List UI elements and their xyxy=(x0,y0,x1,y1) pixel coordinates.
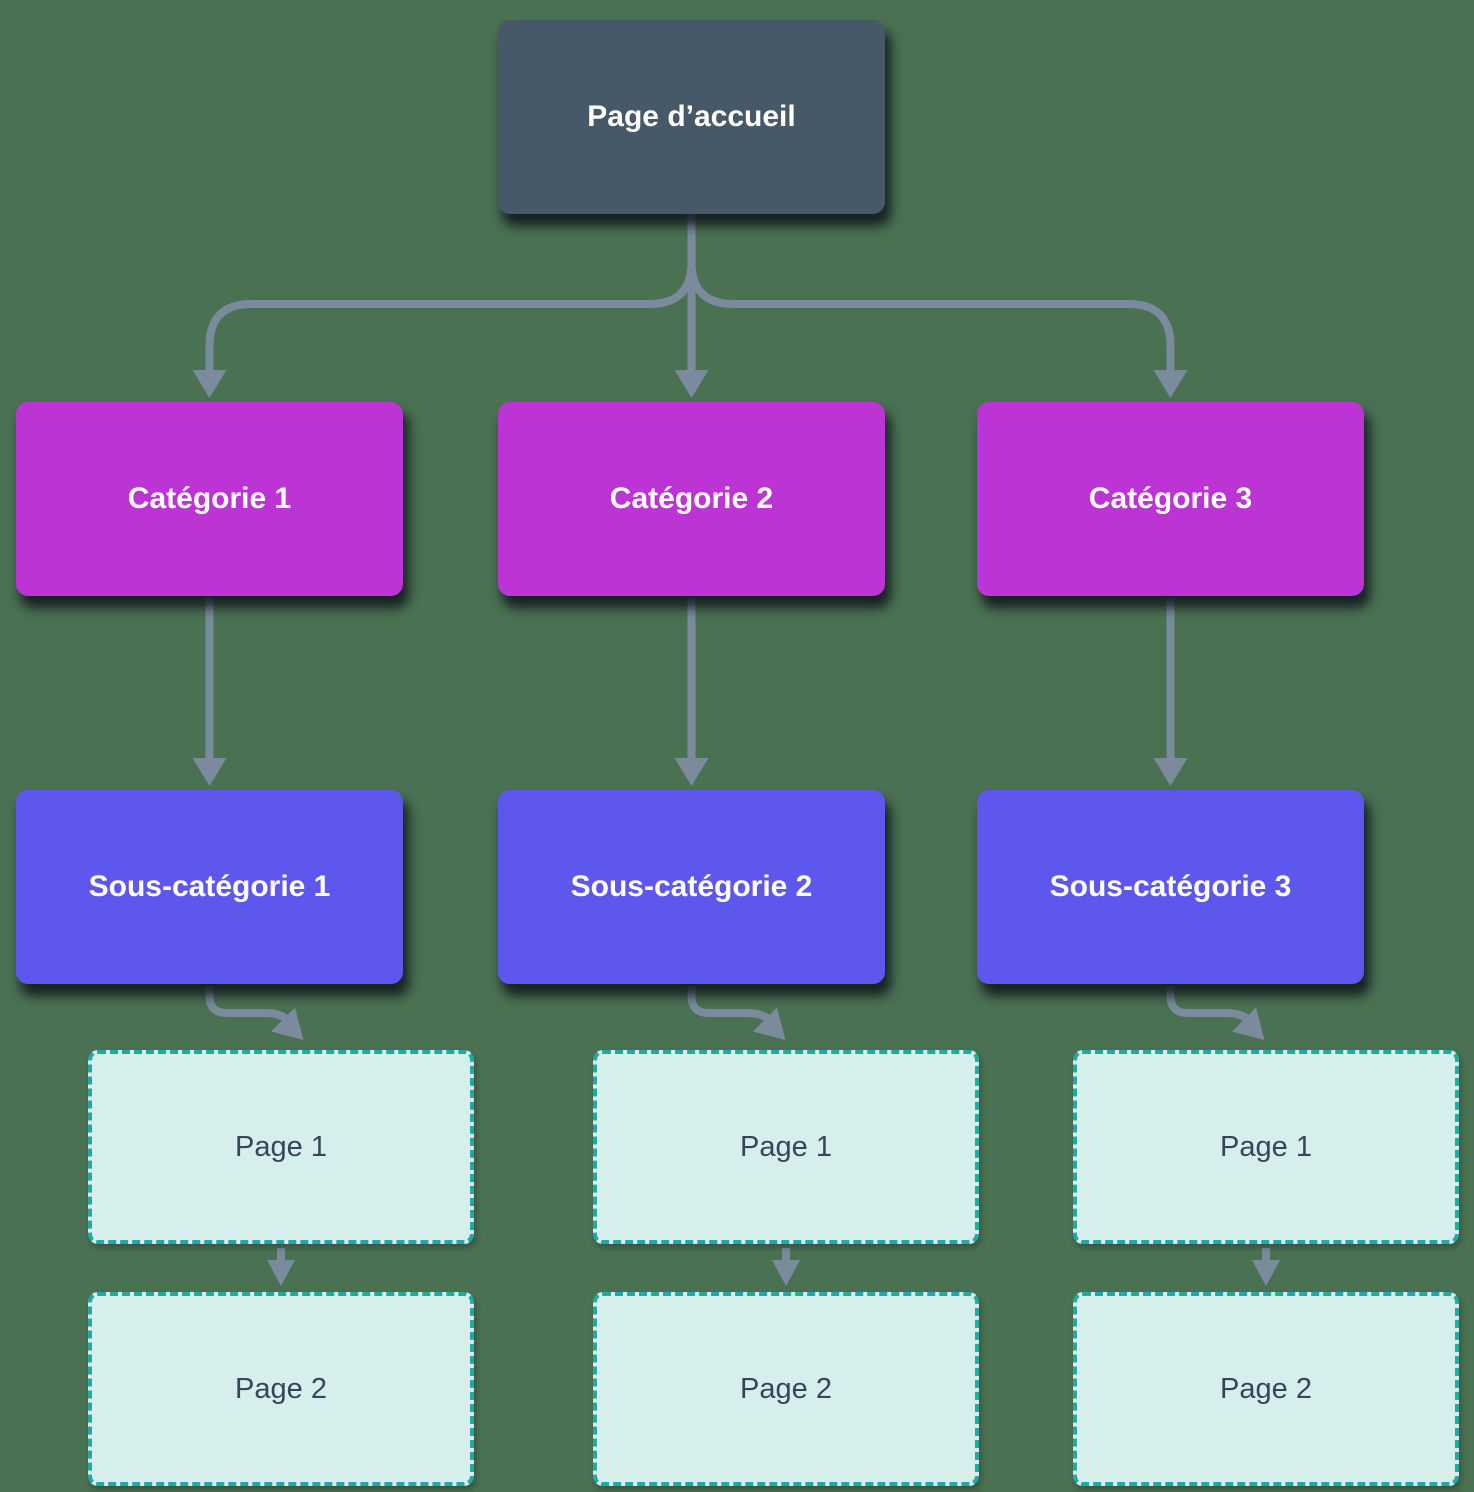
node-page-1-col-3-label: Page 1 xyxy=(1220,1130,1312,1163)
connector-page-to-page xyxy=(277,1248,1270,1262)
connector-category-to-subcategory xyxy=(205,598,1175,758)
node-page-1-col-3: Page 1 xyxy=(1073,1050,1459,1244)
connector-subcategory-to-page xyxy=(205,986,1255,1025)
node-page-2-col-3: Page 2 xyxy=(1073,1292,1459,1486)
node-page-1-col-1: Page 1 xyxy=(88,1050,474,1244)
node-page-2-col-1-label: Page 2 xyxy=(235,1372,327,1405)
node-category-1: Catégorie 1 xyxy=(16,402,403,596)
node-subcategory-2: Sous-catégorie 2 xyxy=(498,790,885,984)
connector-home-to-categories xyxy=(205,212,1175,372)
node-category-2-label: Catégorie 2 xyxy=(609,482,774,515)
node-category-3-label: Catégorie 3 xyxy=(1088,482,1253,515)
node-home-label: Page d’accueil xyxy=(587,100,796,133)
node-page-1-col-2-label: Page 1 xyxy=(740,1130,832,1163)
node-subcategory-2-label: Sous-catégorie 2 xyxy=(570,870,813,903)
node-home: Page d’accueil xyxy=(498,20,885,214)
node-category-3: Catégorie 3 xyxy=(977,402,1364,596)
connector-category-to-subcategory-arrowheads xyxy=(192,758,1188,786)
node-subcategory-1: Sous-catégorie 1 xyxy=(16,790,403,984)
node-page-2-col-2-label: Page 2 xyxy=(740,1372,832,1405)
node-category-1-label: Catégorie 1 xyxy=(127,482,292,515)
node-page-1-col-1-label: Page 1 xyxy=(235,1130,327,1163)
node-page-2-col-1: Page 2 xyxy=(88,1292,474,1486)
node-page-1-col-2: Page 1 xyxy=(593,1050,979,1244)
node-category-2: Catégorie 2 xyxy=(498,402,885,596)
connector-page-to-page-arrowheads xyxy=(267,1260,1280,1286)
node-subcategory-3: Sous-catégorie 3 xyxy=(977,790,1364,984)
connector-home-to-categories-arrowheads xyxy=(192,370,1188,398)
node-subcategory-1-label: Sous-catégorie 1 xyxy=(88,870,331,903)
node-page-2-col-3-label: Page 2 xyxy=(1220,1372,1312,1405)
node-subcategory-3-label: Sous-catégorie 3 xyxy=(1049,870,1292,903)
node-page-2-col-2: Page 2 xyxy=(593,1292,979,1486)
connector-subcategory-to-page-arrowheads xyxy=(270,1007,1265,1040)
